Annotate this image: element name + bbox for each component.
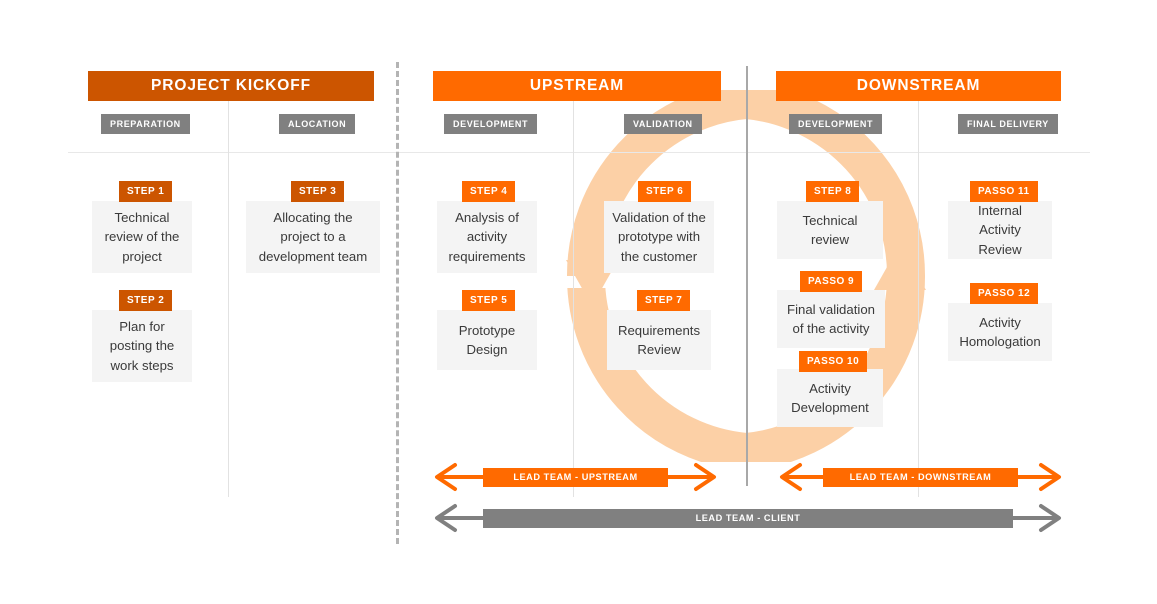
column-badge-alocation: ALOCATION [279, 114, 356, 134]
step-badge-11: PASSO 11 [970, 181, 1038, 202]
step-badge-6: STEP 6 [638, 181, 692, 202]
divider-col-5-6 [918, 94, 919, 497]
column-badge-preparation: PREPARATION [101, 114, 190, 134]
column-badge-development-upstream: DEVELOPMENT [444, 114, 538, 134]
divider-col-3-4 [573, 94, 574, 497]
step-badge-9: PASSO 9 [800, 271, 863, 292]
column-badge-development-downstream: DEVELOPMENT [789, 114, 883, 134]
column-badge-validation: VALIDATION [624, 114, 702, 134]
step-badge-12: PASSO 12 [970, 283, 1039, 304]
step-badge-1: STEP 1 [119, 181, 173, 202]
step-card-8[interactable]: Technical review [777, 201, 883, 259]
lead-bar-upstream: LEAD TEAM - UPSTREAM [483, 468, 668, 487]
step-badge-4: STEP 4 [462, 181, 516, 202]
step-badge-3: STEP 3 [291, 181, 345, 202]
header-rule [68, 152, 1090, 153]
step-badge-10: PASSO 10 [799, 351, 868, 372]
lead-bar-client: LEAD TEAM - CLIENT [483, 509, 1013, 528]
phase-header-project-kickoff: PROJECT KICKOFF [88, 71, 374, 101]
phase-header-upstream: UPSTREAM [433, 71, 721, 101]
step-card-3[interactable]: Allocating the project to a development … [246, 201, 380, 273]
lead-bar-downstream: LEAD TEAM - DOWNSTREAM [823, 468, 1018, 487]
step-card-2[interactable]: Plan for posting the work steps [92, 310, 192, 382]
column-badge-final-delivery: FINAL DELIVERY [958, 114, 1058, 134]
step-card-10[interactable]: Activity Development [777, 369, 883, 427]
step-card-4[interactable]: Analysis of activity requirements [437, 201, 537, 273]
step-card-6[interactable]: Validation of the prototype with the cus… [604, 201, 714, 273]
phase-header-downstream: DOWNSTREAM [776, 71, 1061, 101]
step-card-9[interactable]: Final validation of the activity [777, 290, 885, 348]
divider-upstream-downstream [746, 66, 748, 486]
step-card-5[interactable]: Prototype Design [437, 310, 537, 370]
step-badge-8: STEP 8 [806, 181, 860, 202]
divider-col-1-2 [228, 94, 229, 497]
step-card-1[interactable]: Technical review of the project [92, 201, 192, 273]
step-badge-2: STEP 2 [119, 290, 173, 311]
step-badge-7: STEP 7 [637, 290, 691, 311]
step-card-7[interactable]: Requirements Review [607, 310, 711, 370]
step-card-11[interactable]: Internal Activity Review [948, 201, 1052, 259]
step-card-12[interactable]: Activity Homologation [948, 303, 1052, 361]
divider-kickoff-dashed [396, 62, 399, 544]
step-badge-5: STEP 5 [462, 290, 516, 311]
